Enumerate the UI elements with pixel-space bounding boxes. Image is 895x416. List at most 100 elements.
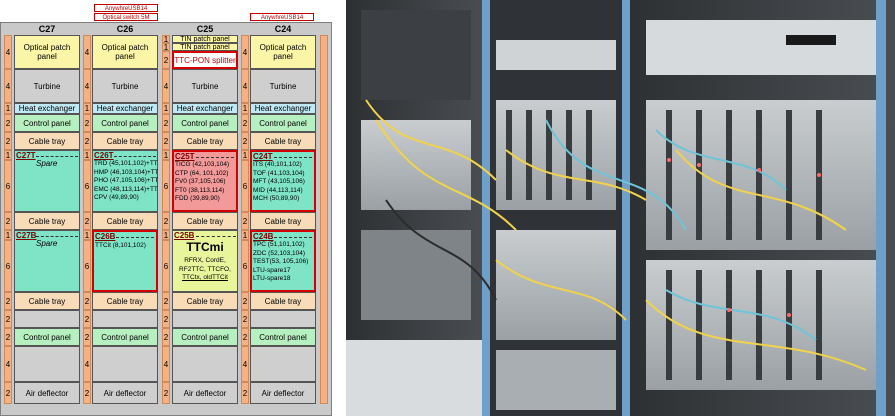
ru-c24-1: 1: [241, 103, 249, 114]
c25-top-item: FV0 (37,105,106): [175, 178, 226, 186]
photo-rail-2: [622, 0, 630, 416]
c26-bottom-item: TTCit (8,101,102): [95, 242, 146, 249]
c24-turbine: Turbine: [250, 69, 316, 103]
ru-c25-4c: 4: [162, 346, 170, 382]
c24-cable-tray-2: Cable tray: [250, 212, 316, 230]
ru-c26-2a: 2: [83, 114, 91, 132]
c25-top-item: FDD (39,89,90): [175, 195, 220, 203]
ru-c25-2f: 2: [162, 310, 170, 328]
c24-tag-anywhere: AnywhreUSB14: [250, 13, 314, 21]
ru-c27-4b: 4: [4, 69, 12, 103]
c25-bottom-area: [172, 230, 238, 292]
c24-bottom-highlight: [250, 230, 316, 292]
c24-top-item: MFT (43,105,106): [253, 178, 305, 186]
photo-left-upper: [361, 10, 471, 100]
c24-bottom-title: C24B: [253, 232, 274, 241]
c26-gap-1: [92, 310, 158, 328]
c26-top-title: C26T: [94, 151, 114, 160]
photo-right-top-unit: [646, 20, 876, 75]
photo-leds: [667, 158, 821, 317]
c27-heat-exchanger: Heat exchanger: [14, 103, 80, 114]
ru-c27-2b: 2: [4, 132, 12, 150]
c26-control-panel-bottom: Control panel: [92, 328, 158, 346]
c27-gap-1: [14, 310, 80, 328]
c27-top-dash: [36, 156, 78, 157]
ru-c26-1b: 1: [83, 150, 91, 160]
ru-c24-6b: 6: [241, 240, 249, 292]
c25-heat-exchanger: Heat exchanger: [172, 103, 238, 114]
ru-c27-6b: 6: [4, 240, 12, 292]
ru-c25-2d: 2: [162, 212, 170, 230]
ru-c25-1d: 1: [162, 230, 170, 240]
c26-cable-tray-2: Cable tray: [92, 212, 158, 230]
c25-gap-2: [172, 346, 238, 382]
ru-c25-2h: 2: [162, 382, 170, 404]
c25-bottom-item: RF2TTC, TTCFO,: [179, 265, 231, 273]
c25-bottom-dash: [196, 236, 236, 237]
c27-bottom-spare: Spare: [36, 240, 58, 248]
c25-ttcmi-label: TTCmi: [186, 240, 224, 254]
ru-c27-1b: 1: [4, 150, 12, 160]
ru-c24-4b: 4: [241, 69, 249, 103]
rack-header-c25: C25: [196, 24, 214, 34]
ru-c26-4c: 4: [83, 346, 91, 382]
c24-bottom-dash: [274, 237, 312, 238]
ru-c26-2b: 2: [83, 132, 91, 150]
c24-gap-1: [250, 310, 316, 328]
ru-strip-right: [320, 35, 328, 404]
c24-cable-tray-1: Cable tray: [250, 132, 316, 150]
ru-c26-2d: 2: [83, 292, 91, 310]
c27-bottom-dash: [36, 236, 78, 237]
c26-gap-2: [92, 346, 158, 382]
c25-bottom-list: RFRX, CordE, RF2TTC, TTCFO, TTCtx, oldTT…: [172, 257, 238, 283]
c26-bottom-list: TTCit (8,101,102): [95, 242, 146, 251]
ru-c26-4a: 4: [83, 35, 91, 69]
c25-turbine: Turbine: [172, 69, 238, 103]
c25-bottom-title: C25B: [174, 231, 195, 240]
c27-cable-tray-1: Cable tray: [14, 132, 80, 150]
c27-control-panel-bottom: Control panel: [14, 328, 80, 346]
c25-top-title: C25T: [175, 152, 195, 161]
c27-bottom-area: [14, 230, 80, 292]
c24-top-dash: [274, 157, 312, 158]
c24-bottom-item: ZDC (52,103,104): [253, 249, 306, 257]
c24-bottom-list: TPC (51,101,102) ZDC (52,103,104) TEST(5…: [253, 241, 308, 284]
c26-optical-patch: Optical patch panel: [92, 35, 158, 69]
ru-c27-2e: 2: [4, 310, 12, 328]
ru-c25-4b: 4: [162, 69, 170, 103]
ru-c27-2c: 2: [4, 212, 12, 230]
c25-control-panel-bottom: Control panel: [172, 328, 238, 346]
c26-cable-tray-3: Cable tray: [92, 292, 158, 310]
c25-ttc-pon-splitter: TTC-PON splitter: [172, 51, 238, 69]
c24-cable-tray-3: Cable tray: [250, 292, 316, 310]
photo-middle-crate-1: [496, 100, 616, 210]
photo-cables: [365, 99, 867, 371]
c25-top-list: TICG (42,103,104) CTP (64, 101,102) FV0 …: [175, 161, 229, 204]
ru-c26-2c: 2: [83, 212, 91, 230]
ru-c24-2f: 2: [241, 328, 249, 346]
rack-header-c24: C24: [274, 24, 292, 34]
c25-cable-tray-2: Cable tray: [172, 212, 238, 230]
c25-tin-patch-1: TIN patch panel: [172, 35, 238, 43]
ru-c24-2g: 2: [241, 382, 249, 404]
ru-c26-2f: 2: [83, 328, 91, 346]
c25-air-deflector: Air deflector: [172, 382, 238, 404]
c25-top-item: TICG (42,103,104): [175, 161, 230, 168]
c27-air-deflector: Air deflector: [14, 382, 80, 404]
c24-top-item: MCH (50,89,90): [253, 195, 300, 203]
c24-bottom-item: TEST(53, 105,106): [253, 258, 309, 266]
c26-tag-anywhere: AnywhreUSB14: [94, 4, 158, 12]
photo-left-lower: [361, 230, 471, 320]
c24-bottom-item: LTU-spare17: [253, 266, 291, 274]
c24-air-deflector: Air deflector: [250, 382, 316, 404]
ru-c25-2a: 2: [162, 51, 170, 69]
c25-bottom-item: RFRX, CordE,: [184, 257, 226, 264]
c26-air-deflector: Air deflector: [92, 382, 158, 404]
c24-top-list: ITS (40,101,102) TOF (41,103,104) MFT (4…: [253, 161, 305, 204]
c26-bottom-highlight: [92, 230, 158, 292]
ru-c24-4c: 4: [241, 346, 249, 382]
ru-c26-4b: 4: [83, 69, 91, 103]
ru-c27-2a: 2: [4, 114, 12, 132]
c25-gap-1: [172, 310, 238, 328]
c24-optical-patch: Optical patch panel: [250, 35, 316, 69]
